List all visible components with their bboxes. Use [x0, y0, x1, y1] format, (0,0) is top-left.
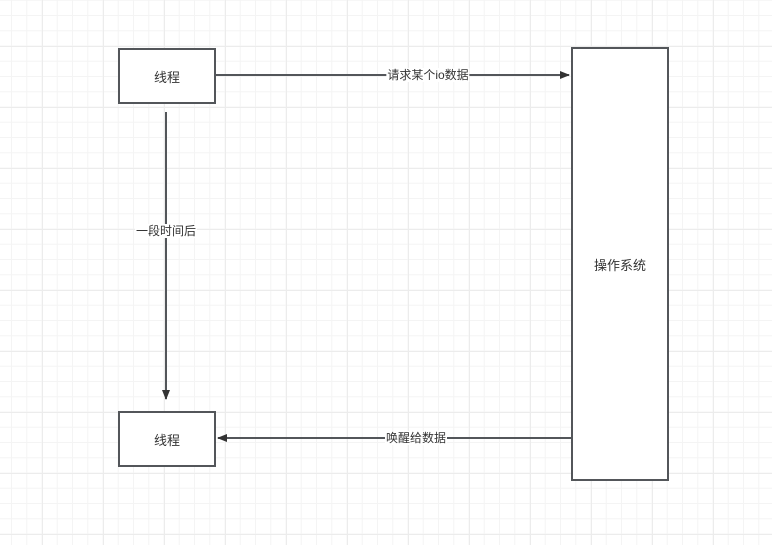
node-thread-top[interactable]: 线程 [118, 48, 216, 104]
edge-request-label: 请求某个io数据 [386, 68, 470, 82]
edge-wait-label: 一段时间后 [134, 224, 198, 238]
node-label: 线程 [153, 432, 180, 448]
node-os[interactable]: 操作系统 [571, 47, 669, 481]
edge-wakeup-label: 唤醒给数据 [384, 431, 448, 445]
node-label: 线程 [153, 69, 180, 85]
node-label: 操作系统 [593, 257, 646, 273]
node-thread-bottom[interactable]: 线程 [118, 411, 216, 467]
